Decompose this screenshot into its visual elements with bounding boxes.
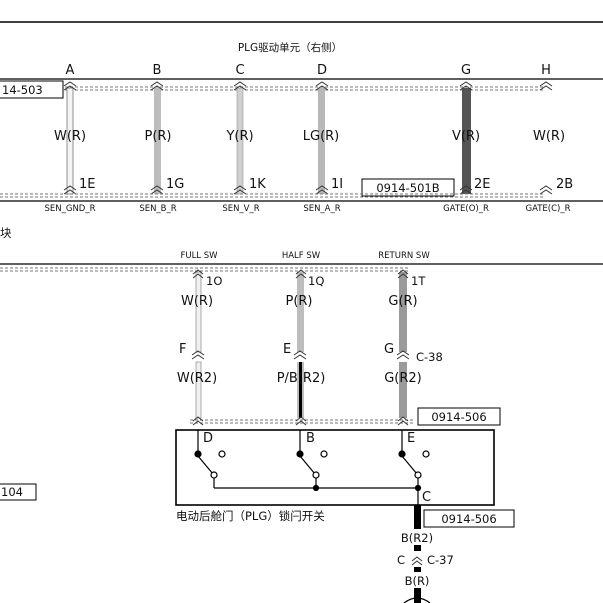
wire-label: P(R) (144, 129, 171, 144)
connector-box-top (417, 407, 501, 426)
wire-label: G(R) (388, 294, 417, 309)
switch-name: HALF SW (282, 251, 321, 261)
signal-name: SEN_B_R (139, 204, 176, 214)
wire-g (462, 88, 471, 194)
wire-return-sw (399, 272, 407, 352)
switch-name: FULL SW (180, 251, 218, 261)
wire-half-sw (297, 272, 304, 352)
wire-label: W(R2) (177, 371, 217, 386)
junction-letter: C (397, 553, 405, 567)
wire-label: B(R2) (401, 531, 433, 545)
pin-number: 1G (166, 177, 184, 192)
pin-letter: C (235, 63, 244, 78)
pin-letter: B (153, 63, 162, 78)
ground-pin-letter: C (422, 490, 431, 505)
pin-number: 2B (556, 177, 573, 192)
junction-letter: E (283, 342, 291, 357)
pin-number: 2E (474, 177, 491, 192)
wire-label: Y(R) (225, 129, 253, 144)
middle-module: 块 FULL SW HALF SW RETURN SW 1O 1Q 1T W(R… (0, 226, 603, 419)
signal-name: GATE(C)_R (525, 204, 570, 214)
junction-letter: G (384, 342, 394, 357)
bottom-connector-marks (63, 185, 553, 195)
connector-box-bottom (423, 509, 515, 528)
plg-wires (66, 87, 471, 195)
left-connector-box (0, 80, 64, 99)
connector-label: 0914-506 (441, 512, 496, 526)
pin-letter: A (66, 63, 75, 78)
switch-pin: 1T (411, 274, 426, 288)
junction-letter: F (179, 342, 186, 357)
switch-name: RETURN SW (378, 251, 430, 261)
wire-label: B(R) (405, 574, 430, 588)
lock-switch-title: 电动后舱门（PLG）锁闩开关 (176, 509, 325, 523)
pin-number: 1I (331, 177, 343, 192)
wire-b (154, 88, 161, 194)
connector-label: 0914-506 (431, 410, 486, 424)
lock-switch: 0914-506 D B E (175, 407, 515, 603)
wire-label: W(R) (533, 129, 565, 144)
left-partial-connector-box (0, 483, 37, 501)
top-connector-marks (63, 81, 553, 91)
signal-name: SEN_V_R (222, 204, 259, 214)
junction-connector: C-38 (416, 350, 443, 364)
pin-letter: D (317, 63, 327, 78)
junction-connector: C-37 (427, 553, 454, 567)
signal-name: SEN_GND_R (44, 204, 95, 214)
pin-letter: H (541, 63, 551, 78)
wire-label: W(R) (181, 294, 213, 309)
contact-letter: D (203, 431, 213, 446)
contact-letter: B (306, 431, 315, 446)
switch-pin: 1O (206, 274, 222, 288)
switch-pin: 1Q (308, 274, 324, 288)
wire-label: P(R) (285, 294, 312, 309)
module-partial-label: 块 (0, 226, 12, 240)
signal-name: GATE(O)_R (443, 204, 489, 214)
wire-label: G(R2) (384, 371, 422, 386)
wire-label: LG(R) (303, 129, 340, 144)
wire-label: V(R) (452, 129, 480, 144)
switch-housing (175, 429, 495, 506)
wire-label: P/B(R2) (277, 371, 326, 386)
junction-marks (191, 350, 410, 360)
pin-letter: G (461, 63, 471, 78)
contact-letter: E (407, 431, 415, 446)
signal-name: SEN_A_R (303, 204, 340, 214)
pin-number: 1K (249, 177, 266, 192)
plg-unit-title: PLG驱动单元（右侧） (238, 41, 342, 54)
switch-contacts (194, 430, 430, 505)
wire-label: W(R) (54, 129, 86, 144)
left-connector-label: 14-503 (2, 83, 43, 97)
mid-connector-label: 0914-501B (376, 181, 439, 195)
mid-connector-box (361, 178, 455, 197)
pin-number: 1E (79, 177, 96, 192)
wire-stripe (299, 362, 302, 418)
wire-full-sw (195, 271, 202, 353)
wire-d (318, 88, 325, 194)
plg-drive-unit: PLG驱动单元（右侧） 14-503 A B C D G H (0, 21, 603, 214)
ground-arc (403, 597, 431, 603)
left-partial-connector-label: 104 (1, 485, 23, 499)
